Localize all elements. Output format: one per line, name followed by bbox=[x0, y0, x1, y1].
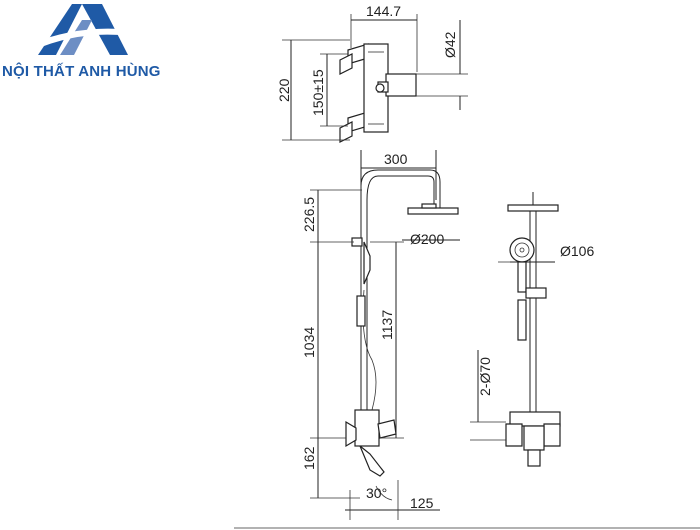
dim-arm-length: 300 bbox=[384, 151, 408, 167]
dim-overhead-diameter: Ø200 bbox=[410, 231, 444, 247]
dim-mixer-width: 144.7 bbox=[366, 3, 401, 19]
dim-escutcheon: 2-Ø70 bbox=[477, 357, 493, 396]
dim-spout-length: 125 bbox=[410, 495, 434, 511]
dim-spout-angle: 30° bbox=[366, 485, 387, 501]
logo-mountain-icon bbox=[30, 4, 132, 55]
mixer-detail-view bbox=[282, 14, 468, 143]
brand-name: NỘI THẤT ANH HÙNG bbox=[2, 63, 161, 80]
dim-rail-height: 1034 bbox=[301, 327, 317, 358]
dim-handshower-diameter: Ø106 bbox=[560, 243, 594, 259]
brand-logo bbox=[30, 4, 132, 55]
front-view bbox=[470, 192, 561, 467]
dim-mixer-height: 220 bbox=[276, 78, 292, 102]
dim-top-offset: 226.5 bbox=[301, 197, 317, 232]
dim-inlet-spacing: 150±15 bbox=[310, 69, 326, 116]
side-view bbox=[234, 150, 700, 529]
dim-riser-height: 1137 bbox=[379, 310, 395, 340]
dim-mixer-body: 162 bbox=[301, 446, 317, 470]
dim-outlet-diameter: Ø42 bbox=[442, 31, 458, 58]
